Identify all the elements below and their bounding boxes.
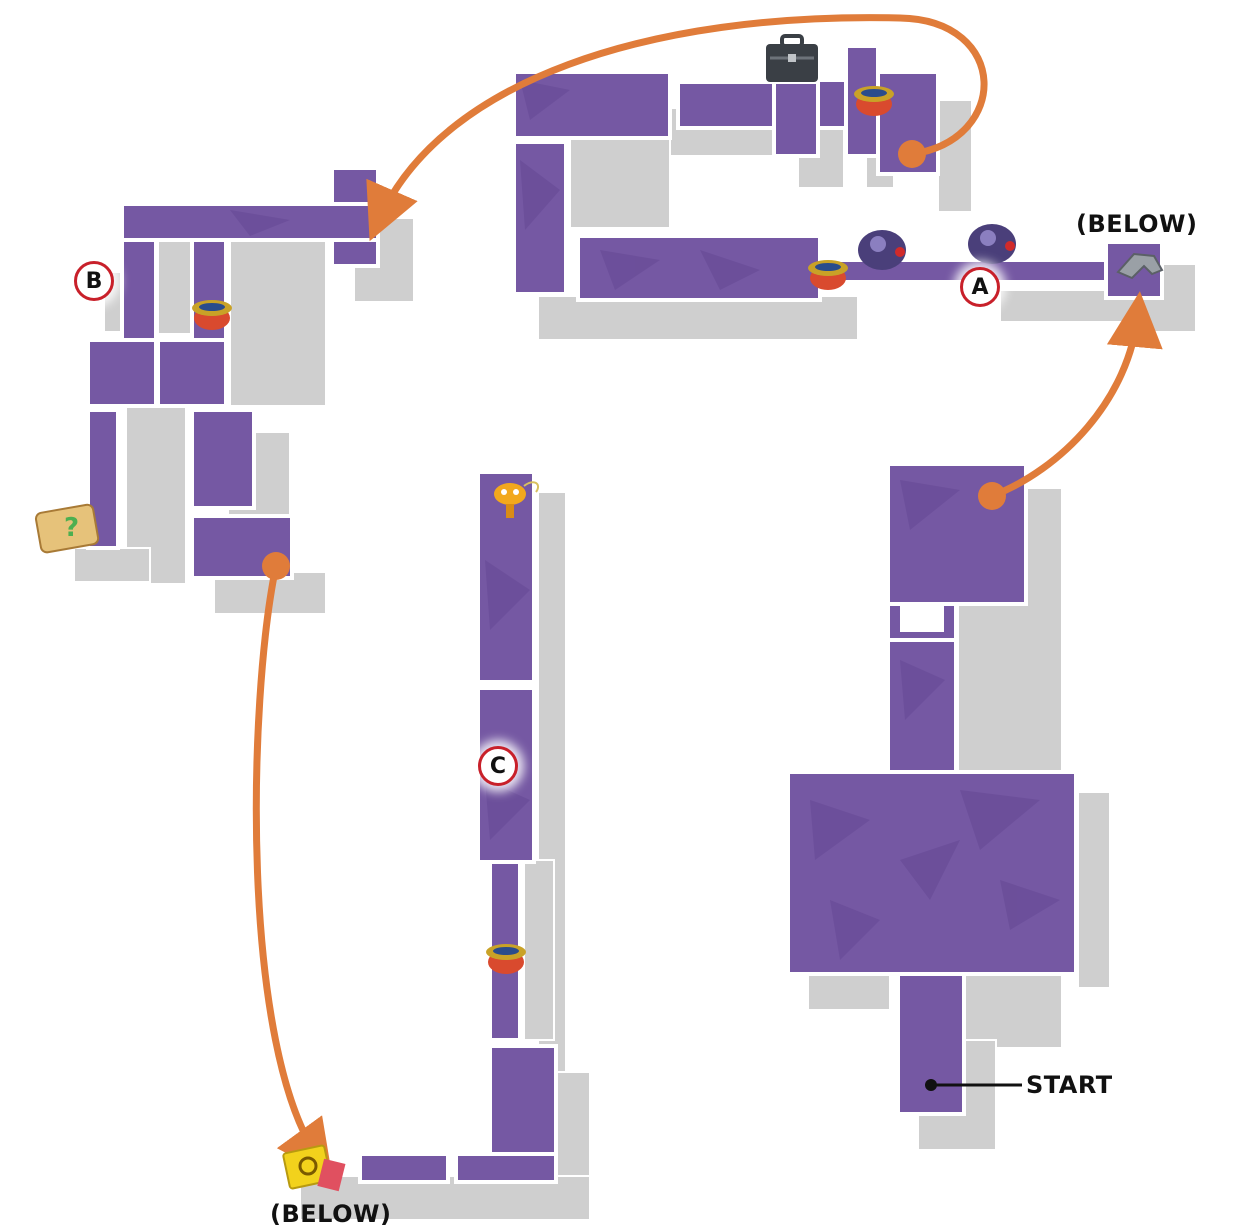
pikmin-icon — [494, 481, 540, 518]
treasure-pot-icon — [808, 260, 848, 290]
briefcase-icon — [766, 34, 818, 82]
route-arrow-top-to-left — [366, 14, 988, 242]
floor-room — [816, 78, 848, 130]
route-arrows — [252, 14, 1163, 1178]
marker-c: C — [478, 746, 518, 786]
label-below-bottom: (BELOW) — [270, 1200, 392, 1228]
floor-room — [844, 44, 880, 158]
floor-room — [86, 338, 158, 408]
treasure-pot-icon — [192, 300, 232, 330]
route-arrow-start-to-below — [988, 291, 1163, 500]
start-point — [925, 1079, 1022, 1091]
floors — [86, 44, 1164, 1184]
robot-guard-icon — [858, 230, 906, 270]
marker-a: A — [960, 267, 1000, 307]
floor-room — [358, 1152, 450, 1184]
floor-room — [512, 140, 568, 296]
floor-room — [886, 638, 958, 776]
route-origins — [262, 140, 1006, 580]
floor-room — [512, 70, 672, 140]
floor-room — [190, 408, 256, 510]
label-start: START — [1026, 1071, 1113, 1099]
floor-pattern — [230, 80, 1060, 960]
floor-room — [454, 1152, 558, 1184]
floor-room — [772, 80, 820, 158]
ticket-icon — [282, 1144, 346, 1192]
robot-guard-icon — [968, 224, 1016, 264]
treasure-pot-icon — [486, 944, 526, 974]
treasure-pot-icon — [854, 86, 894, 116]
label-below-top: (BELOW) — [1076, 210, 1198, 238]
key-icon — [1116, 252, 1164, 280]
svg-text:?: ? — [64, 513, 79, 543]
floor-room — [120, 238, 158, 344]
route-arrow-left-to-below — [252, 562, 333, 1178]
floor-room — [896, 972, 966, 1116]
floor-room — [886, 602, 958, 642]
map-scroll-icon: ? — [34, 503, 100, 554]
floor-room — [156, 338, 228, 408]
marker-b: B — [74, 261, 114, 301]
